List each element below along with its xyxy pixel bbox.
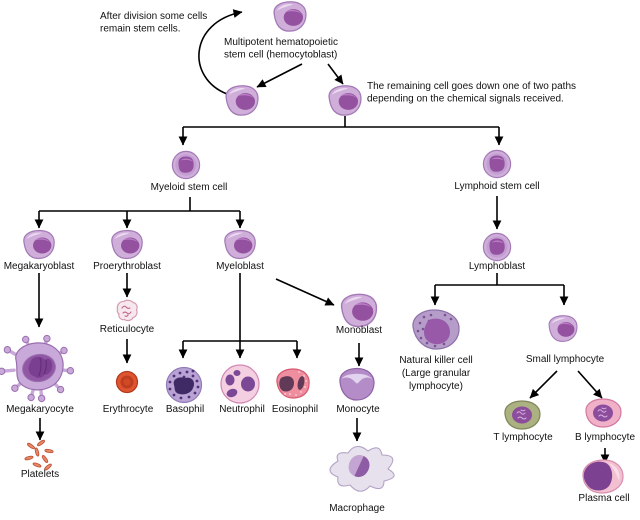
- monoblast-cell: [340, 293, 378, 328]
- label-erythrocyte: Erythrocyte: [103, 404, 154, 415]
- label-nk-line2: (Large granular: [402, 368, 471, 379]
- label-myeloid-stem-cell: Myeloid stem cell: [151, 182, 228, 193]
- monocyte-cell: [339, 367, 375, 401]
- label-proerythroblast: Proerythroblast: [93, 261, 161, 272]
- erythrocyte-cell: [115, 370, 139, 394]
- platelets-cell: [24, 438, 54, 472]
- note-after-division-line1: After division some cells: [100, 11, 207, 22]
- arrow-self-renewal-curve: [198, 9, 243, 95]
- note-after-division-line2: remain stem cells.: [100, 24, 181, 35]
- note-two-paths-line2: depending on the chemical signals receiv…: [367, 94, 564, 105]
- note-two-paths-line1: The remaining cell goes down one of two …: [367, 81, 576, 92]
- label-nk-line1: Natural killer cell: [399, 355, 472, 366]
- megakaryoblast-cell: [23, 229, 55, 260]
- nk-granules: [416, 313, 453, 348]
- megakaryocyte-cell: [0, 332, 76, 404]
- label-neutrophil: Neutrophil: [219, 404, 265, 415]
- label-megakaryocyte: Megakaryocyte: [6, 404, 74, 415]
- proerythroblast-cell: [111, 229, 143, 260]
- natural-killer-cell: [412, 309, 460, 350]
- label-small-lymphocyte: Small lymphocyte: [526, 354, 605, 365]
- daughter-stem-cell-left: [225, 85, 259, 116]
- arrow-division-left: [256, 63, 303, 88]
- label-lymphoid-stem-cell: Lymphoid stem cell: [454, 181, 539, 192]
- label-basophil: Basophil: [166, 404, 204, 415]
- arrow-to-monoblast: [275, 278, 335, 306]
- label-monocyte: Monocyte: [336, 404, 380, 415]
- macrophage-nucleus: [348, 455, 370, 477]
- label-lymphoblast: Lymphoblast: [469, 261, 526, 272]
- label-hemocytoblast-line1: Multipotent hematopoietic: [224, 37, 338, 48]
- label-platelets: Platelets: [21, 469, 59, 480]
- b-lymphocyte-cell: [585, 398, 622, 428]
- label-eosinophil: Eosinophil: [272, 404, 318, 415]
- label-b-lymphocyte: B lymphocyte: [575, 432, 635, 443]
- eosinophil-granules: [283, 370, 308, 397]
- label-nk-line3: lymphocyte): [409, 381, 463, 392]
- small-lymphocyte-cell: [548, 315, 578, 342]
- myeloblast-cell: [224, 229, 256, 260]
- connector-lines: [34, 9, 610, 464]
- neutrophil-cell: [220, 364, 260, 404]
- hemocytoblast-cell: [273, 1, 307, 32]
- reticulocyte-cell: [116, 299, 138, 322]
- arrow-to-b-lymphocyte: [577, 370, 603, 399]
- label-hemocytoblast-line2: stem cell (hemocytoblast): [224, 50, 337, 61]
- lymphoblast-cell: [482, 232, 512, 262]
- cell-illustrations: [0, 1, 624, 494]
- label-megakaryoblast: Megakaryoblast: [4, 261, 75, 272]
- label-myeloblast: Myeloblast: [216, 261, 264, 272]
- t-lymphocyte-cell: [504, 400, 541, 430]
- daughter-stem-cell-right: [328, 85, 362, 116]
- arrow-to-t-lymphocyte: [529, 370, 558, 399]
- labels: After division some cells remain stem ce…: [4, 11, 636, 514]
- lymphoid-stem-cell: [482, 149, 512, 179]
- eosinophil-cell: [276, 368, 310, 399]
- label-plasma-cell: Plasma cell: [578, 493, 629, 504]
- plasma-cell: [582, 459, 624, 494]
- label-reticulocyte: Reticulocyte: [100, 324, 155, 335]
- label-t-lymphocyte: T lymphocyte: [493, 432, 553, 443]
- arrow-division-right: [327, 63, 344, 85]
- label-monoblast: Monoblast: [336, 325, 382, 336]
- myeloid-stem-cell: [171, 150, 201, 180]
- label-macrophage: Macrophage: [329, 503, 385, 514]
- basophil-cell: [165, 366, 203, 404]
- macrophage-cell: [329, 445, 395, 492]
